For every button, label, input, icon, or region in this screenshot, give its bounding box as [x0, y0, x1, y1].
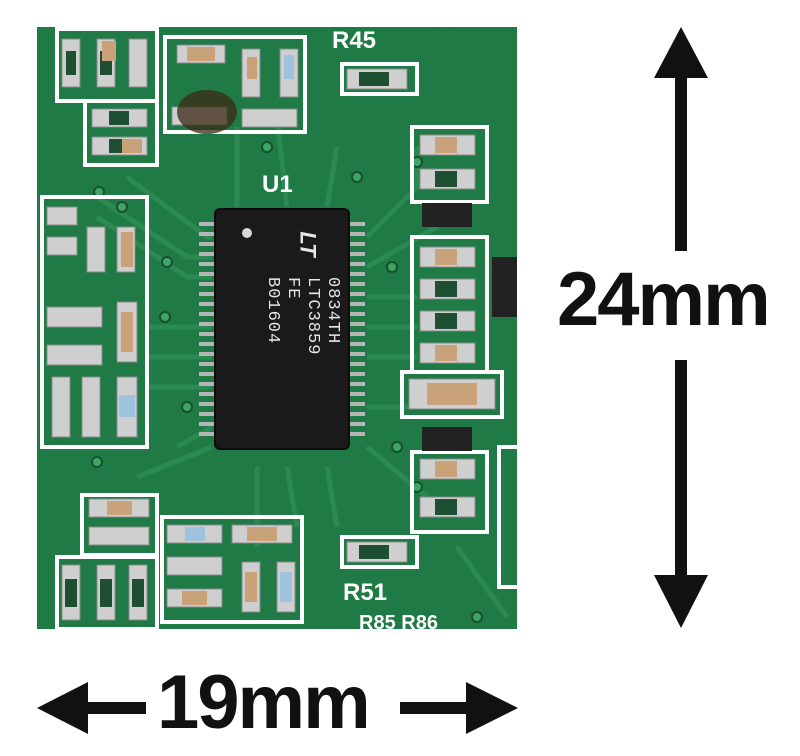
pcb-artwork — [40, 27, 517, 629]
height-dimension-label: 24mm — [557, 257, 771, 342]
silk-label-u1: U1 — [262, 171, 293, 198]
silkscreen-outlines — [40, 27, 517, 629]
height-arrow-icon — [654, 27, 708, 628]
pcb-traces — [95, 116, 510, 619]
ic-pins-left — [199, 222, 221, 436]
ic-pins-right — [343, 222, 365, 436]
pcb-photo: R45 R64 U1 R51 R85 R86 LT 0834TH LTC3859… — [37, 27, 517, 629]
width-arrow-icon — [37, 682, 518, 734]
ic-body — [214, 208, 350, 450]
width-dimension-label: 19mm — [157, 660, 371, 745]
ic-u1 — [199, 208, 365, 450]
silk-label-r45: R45 — [332, 27, 377, 54]
passive-components — [46, 38, 517, 621]
ic-pin1-dot — [242, 228, 252, 238]
silk-label-r51: R51 — [343, 579, 388, 606]
silk-label-r85-r86: R85 R86 — [359, 612, 438, 629]
pcb-vias — [91, 141, 483, 623]
silk-label-r64: R64 — [417, 27, 458, 42]
